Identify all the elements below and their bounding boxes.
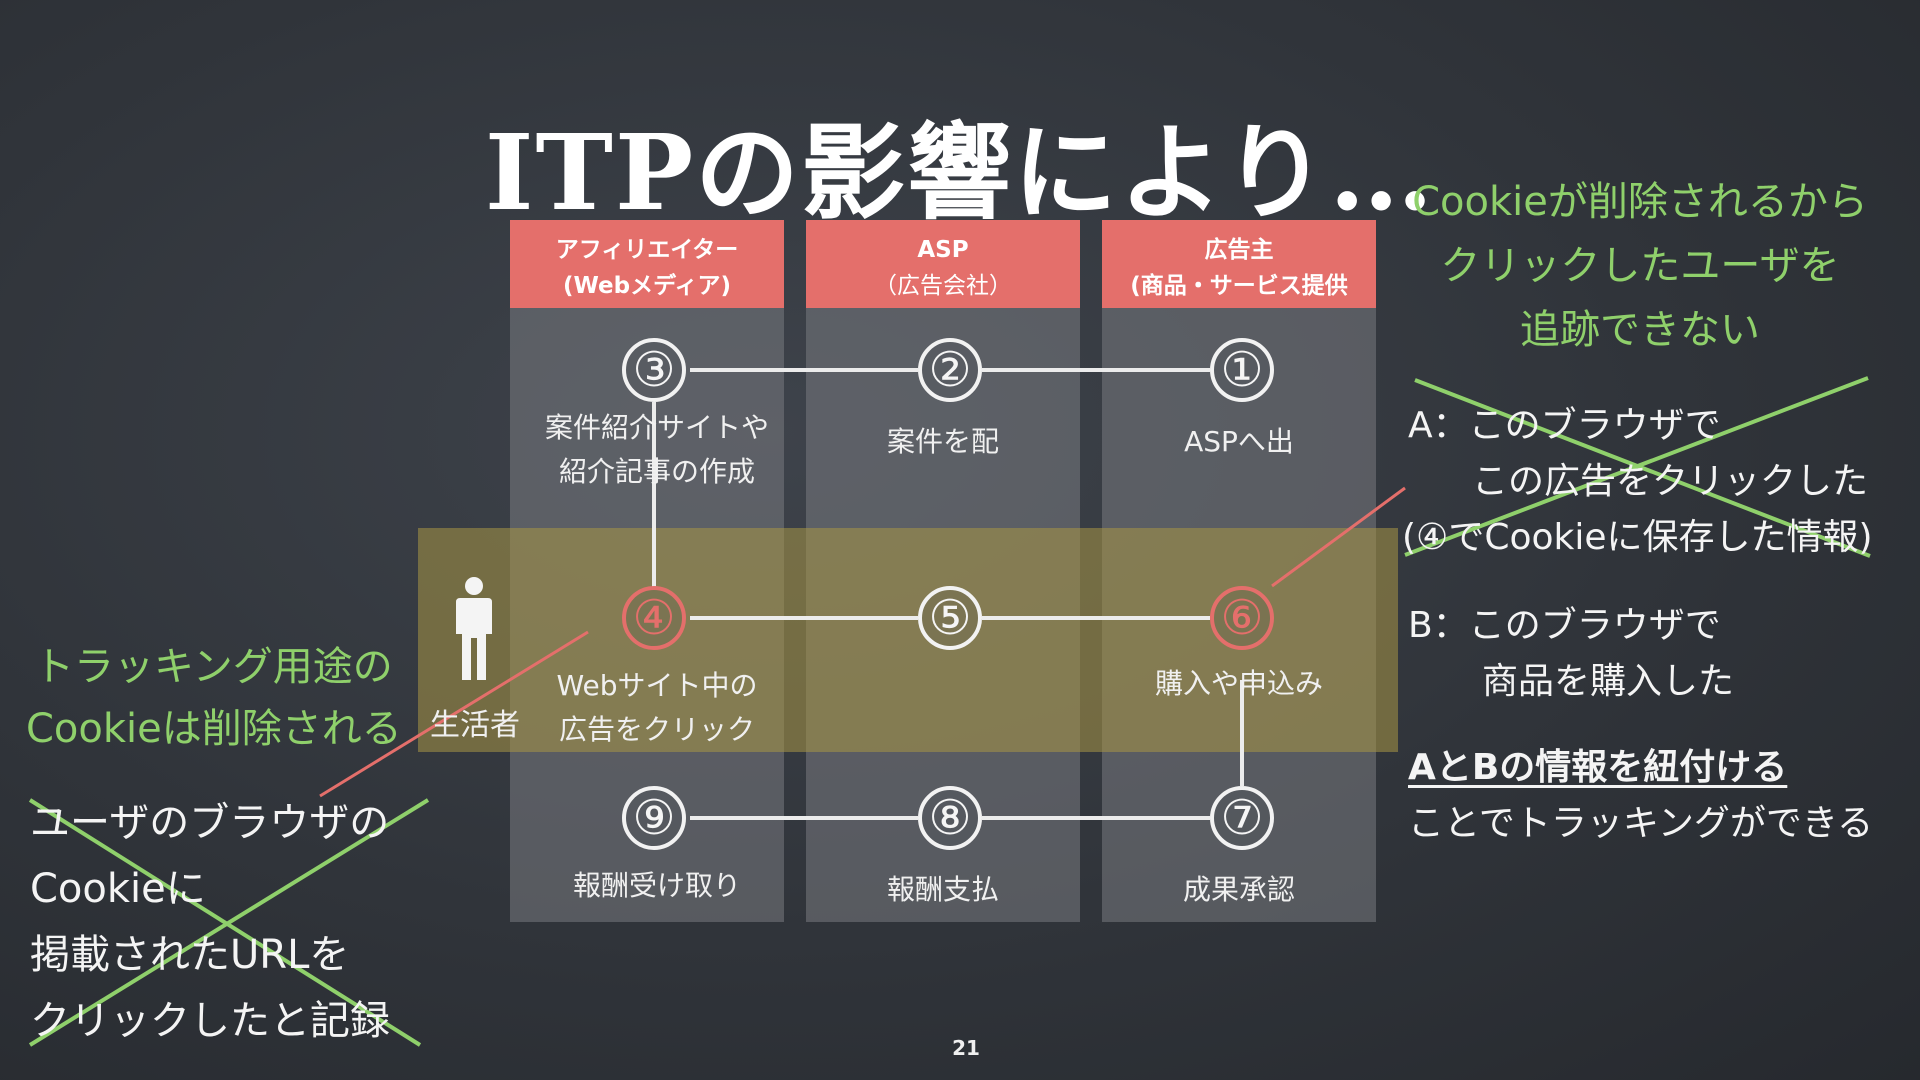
left-white-line4: クリックしたと記録 <box>30 998 390 1044</box>
left-green-note: トラッキング用途の Cookieは削除される <box>26 636 402 760</box>
step-4-circle: ④ <box>622 586 686 650</box>
left-white-note: ユーザのブラウザの Cookieに 掲載されたURLを クリックしたと記録 <box>30 790 390 1054</box>
column-header-affiliate: アフィリエイター (Webメディア) <box>510 220 784 308</box>
step-4-label-line1: Webサイト中の <box>556 669 758 702</box>
strike-right-2 <box>1404 376 1869 557</box>
right-green-note: Cookieが削除されるから クリックしたユーザを 追跡できない <box>1380 170 1900 362</box>
right-green-line3: 追跡できない <box>1520 307 1760 353</box>
column-header-line2: （広告会社） <box>874 273 1012 299</box>
right-conclusion: AとBの情報を紐付ける ことでトラッキングができる <box>1408 740 1873 852</box>
right-b-line2: 商品を購入した <box>1482 661 1735 702</box>
step-4-label: Webサイト中の 広告をクリック <box>520 664 794 752</box>
page-number: 21 <box>952 1036 980 1060</box>
step-8-label: 報酬支払 <box>886 873 999 906</box>
column-header-line2: (商品・サービス提供 <box>1130 273 1348 299</box>
step-8-circle: ⑧ <box>918 786 982 850</box>
step-6-circle: ⑥ <box>1210 586 1274 650</box>
right-conclusion-line2: ことでトラッキングができる <box>1408 803 1874 844</box>
left-green-line1: トラッキング用途の <box>34 644 393 690</box>
column-header-line1: 広告主 <box>1204 237 1274 263</box>
step-3-label-line2: 紹介記事の作成 <box>558 455 755 488</box>
red-pointer-left <box>319 630 589 798</box>
column-header-asp: ASP （広告会社） <box>806 220 1080 308</box>
step-3-circle: ③ <box>622 338 686 402</box>
right-conclusion-line1: AとBの情報を紐付ける <box>1408 747 1788 788</box>
left-green-line2: Cookieは削除される <box>26 706 402 752</box>
right-a-line3: (④でCookieに保存した情報) <box>1402 517 1873 558</box>
step-4-label-line2: 広告をクリック <box>558 713 755 746</box>
step-6-label: 購入や申込み <box>1154 667 1323 700</box>
strike-left-2 <box>28 798 430 1047</box>
right-b-line1: B：このブラウザで <box>1408 605 1721 646</box>
person-icon <box>456 577 492 680</box>
right-b-note: B：このブラウザで 商品を購入した <box>1408 598 1734 710</box>
right-a-line2: この広告をクリックした <box>1472 461 1869 502</box>
left-white-line2: Cookieに <box>30 866 206 912</box>
right-green-line2: クリックしたユーザを <box>1440 243 1840 289</box>
step-7-circle: ⑦ <box>1210 786 1274 850</box>
strike-left-1 <box>28 798 422 1047</box>
step-9-circle: ⑨ <box>622 786 686 850</box>
step-1-label: ASPへ出 <box>1184 425 1294 458</box>
step-5-circle: ⑤ <box>918 586 982 650</box>
left-white-line1: ユーザのブラウザの <box>30 800 390 846</box>
consumer-label: 生活者 <box>430 708 520 743</box>
step-3-label-line1: 案件紹介サイトや <box>544 411 769 444</box>
column-header-line1: ASP <box>917 237 969 263</box>
red-pointer-right <box>1271 486 1406 588</box>
column-header-advertiser: 広告主 (商品・サービス提供 <box>1102 220 1376 308</box>
step-2-circle: ② <box>918 338 982 402</box>
step-1-circle: ① <box>1210 338 1274 402</box>
slide-title: ITPの影響により… <box>484 111 1436 234</box>
column-header-line2: (Webメディア) <box>562 273 732 299</box>
right-a-note: A：このブラウザで この広告をクリックした (④でCookieに保存した情報) <box>1402 398 1873 566</box>
strike-right-1 <box>1414 378 1871 558</box>
right-green-line1: Cookieが削除されるから <box>1412 179 1868 225</box>
column-header-line1: アフィリエイター <box>555 237 739 263</box>
step-2-label: 案件を配 <box>886 425 999 458</box>
right-a-line1: A：このブラウザで <box>1408 405 1721 446</box>
step-7-label: 成果承認 <box>1182 873 1295 906</box>
left-white-line3: 掲載されたURLを <box>30 932 350 978</box>
step-3-label: 案件紹介サイトや 紹介記事の作成 <box>520 406 794 494</box>
step-9-label: 報酬受け取り <box>572 869 741 902</box>
